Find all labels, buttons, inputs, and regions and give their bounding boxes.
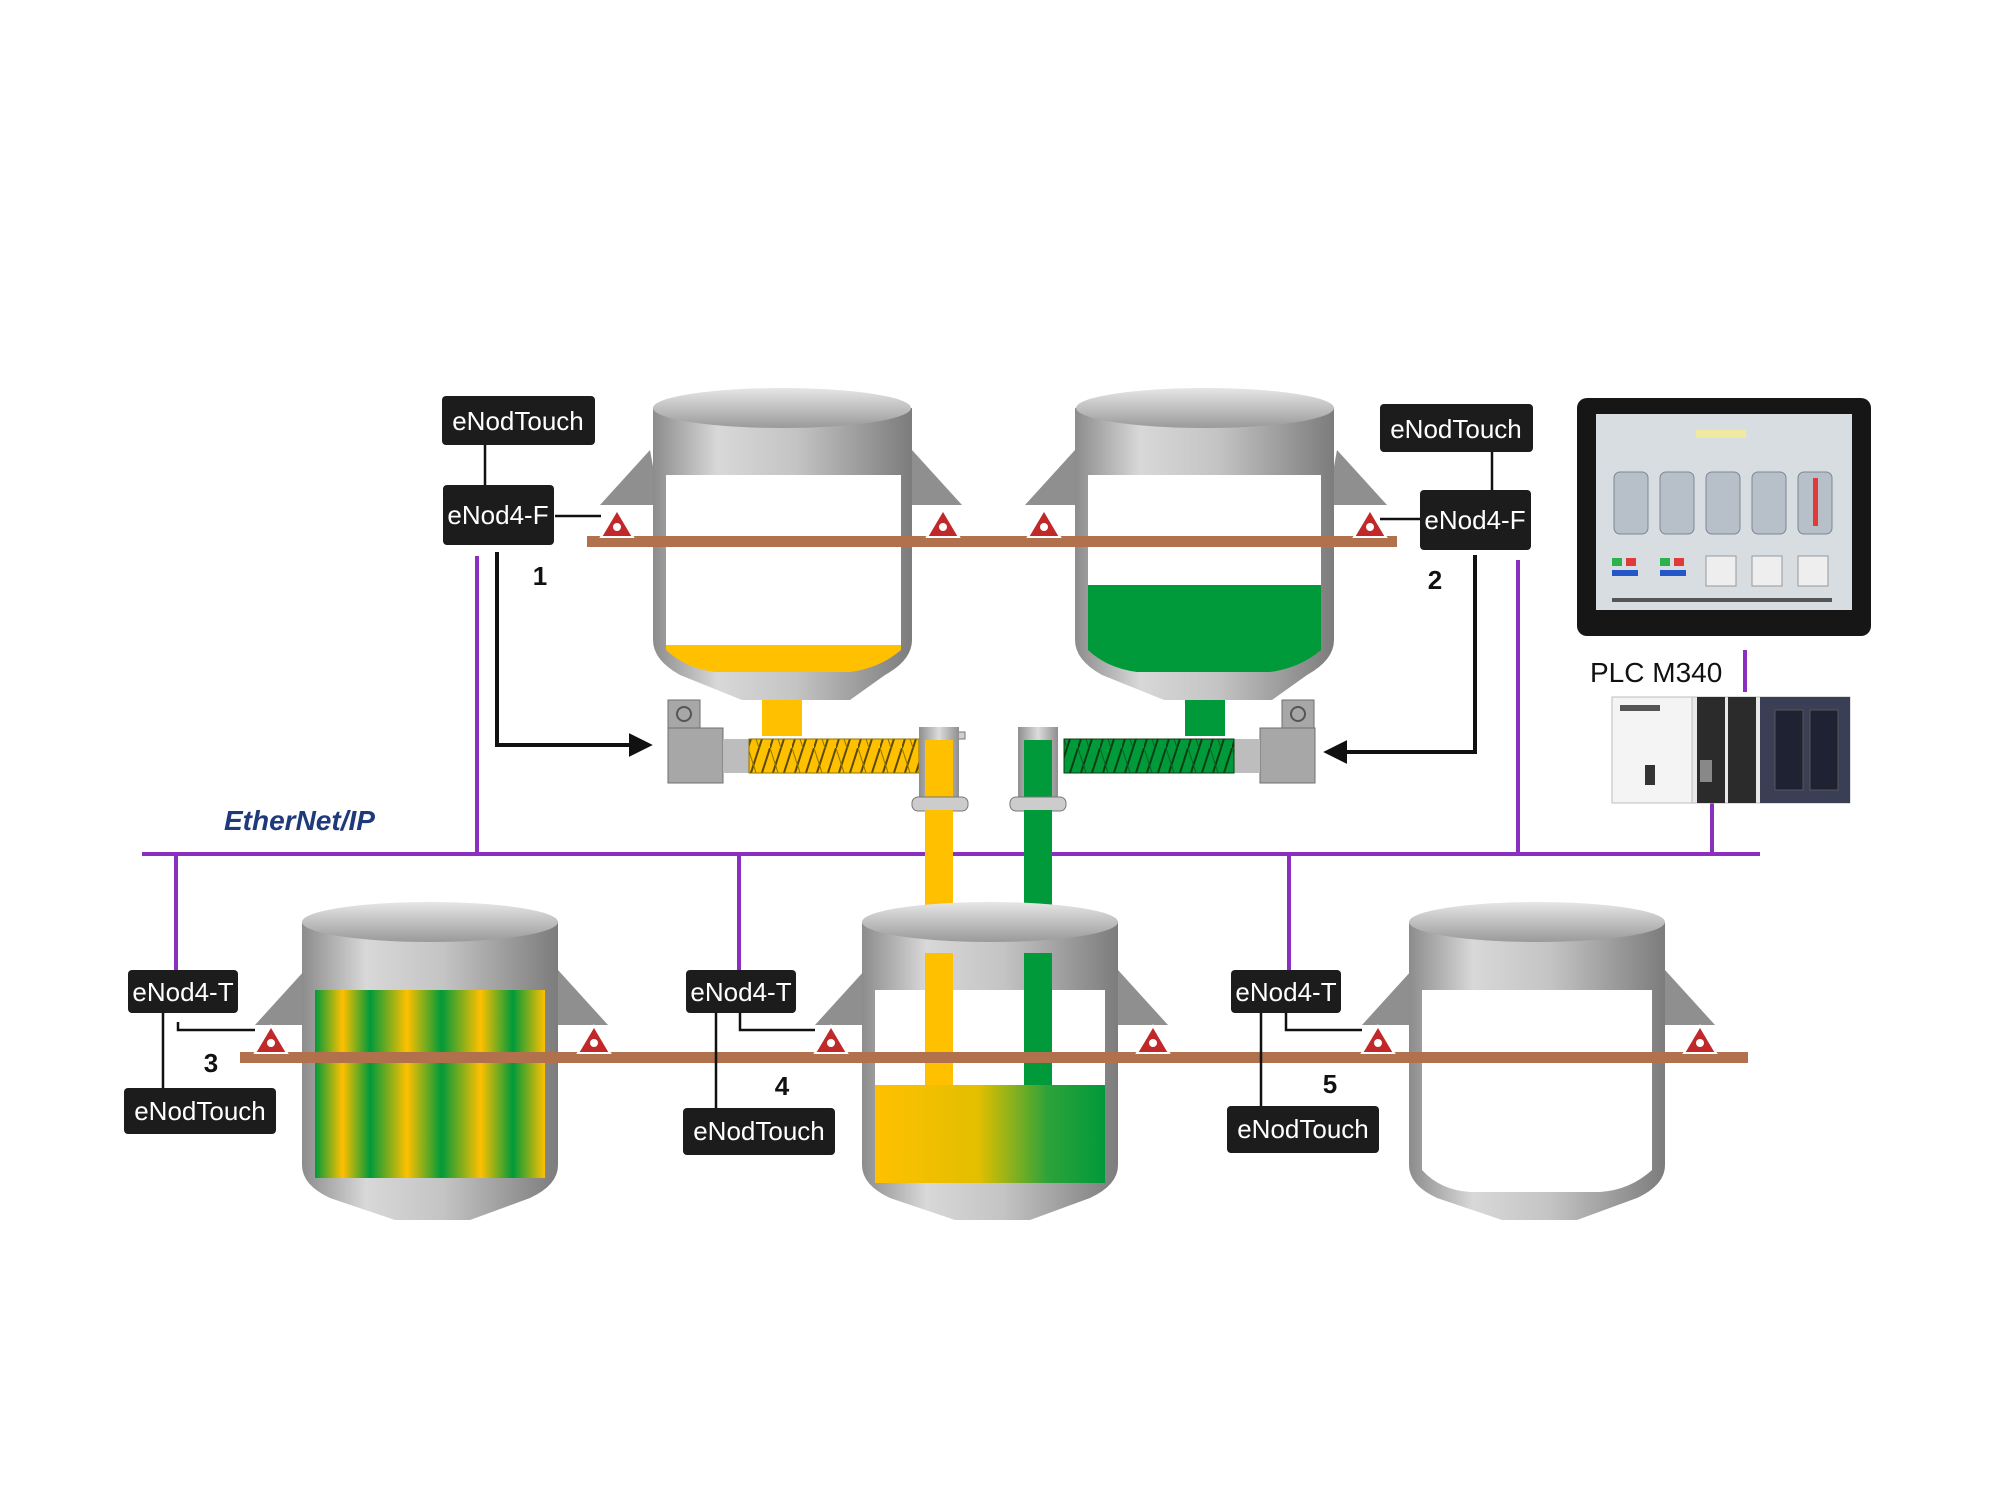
svg-text:eNod4-F: eNod4-F [1424, 505, 1525, 535]
signal-arrows [495, 552, 1477, 764]
station-1-number: 1 [533, 561, 547, 591]
ethernet-ip-logo: EtherNet/IP [224, 805, 375, 836]
station-3-indicator-label[interactable]: eNodTouch [124, 1088, 276, 1134]
motor-icon [1259, 727, 1316, 784]
station-5-indicator-label[interactable]: eNodTouch [1227, 1106, 1379, 1153]
load-cell-icon [1352, 508, 1388, 538]
svg-text:eNodTouch: eNodTouch [452, 406, 584, 436]
screw-conveyor-icon [748, 738, 920, 774]
station-5-module-label[interactable]: eNod4-T [1231, 970, 1341, 1013]
load-cell-icon [1135, 1024, 1171, 1054]
station-4-number: 4 [775, 1071, 790, 1101]
station-1-module-label[interactable]: eNod4-F [443, 485, 554, 545]
svg-text:eNod4-T: eNod4-T [690, 977, 791, 1007]
station-4-indicator-label[interactable]: eNodTouch [683, 1108, 835, 1155]
plc-rack-icon [1611, 696, 1851, 804]
svg-text:eNodTouch: eNodTouch [693, 1116, 825, 1146]
svg-text:eNod4-T: eNod4-T [1235, 977, 1336, 1007]
load-cell-icon [1026, 508, 1062, 538]
load-cell-icon [813, 1024, 849, 1054]
svg-text:eNodTouch: eNodTouch [1390, 414, 1522, 444]
hopper-tank-2 [1025, 388, 1387, 736]
motor-icon [667, 727, 724, 784]
screw-conveyor-icon [1063, 738, 1235, 774]
load-cell-icon [1682, 1024, 1718, 1054]
touch-screen-icon [1577, 398, 1871, 636]
lower-weighing-beam [240, 1052, 1748, 1063]
station-5-number: 5 [1323, 1069, 1337, 1099]
hopper-tank-1 [600, 388, 962, 736]
station-3-module-label[interactable]: eNod4-T [128, 970, 238, 1013]
mixing-tank-5 [1362, 902, 1715, 1220]
station-2-module-label[interactable]: eNod4-F [1420, 490, 1531, 550]
label-connectors [161, 445, 1494, 1108]
station-4-module-label[interactable]: eNod4-T [686, 970, 796, 1013]
load-cell-icon [576, 1024, 612, 1054]
station-3-number: 3 [204, 1048, 218, 1078]
mixing-tank-3 [255, 902, 608, 1220]
plc-label: PLC M340 [1590, 657, 1722, 688]
load-cell-icon [1360, 1024, 1396, 1054]
upper-weighing-beam [587, 536, 1397, 547]
load-cell-icon [253, 1024, 289, 1054]
svg-text:eNod4-F: eNod4-F [447, 500, 548, 530]
station-1-indicator-label[interactable]: eNodTouch [442, 396, 595, 445]
load-cell-icon [599, 508, 635, 538]
station-2-number: 2 [1428, 565, 1442, 595]
station-2-indicator-label[interactable]: eNodTouch [1380, 404, 1533, 452]
load-cell-icon [925, 508, 961, 538]
svg-text:eNod4-T: eNod4-T [132, 977, 233, 1007]
mixing-tank-4 [815, 902, 1168, 1220]
svg-text:eNodTouch: eNodTouch [134, 1096, 266, 1126]
svg-text:eNodTouch: eNodTouch [1237, 1114, 1369, 1144]
